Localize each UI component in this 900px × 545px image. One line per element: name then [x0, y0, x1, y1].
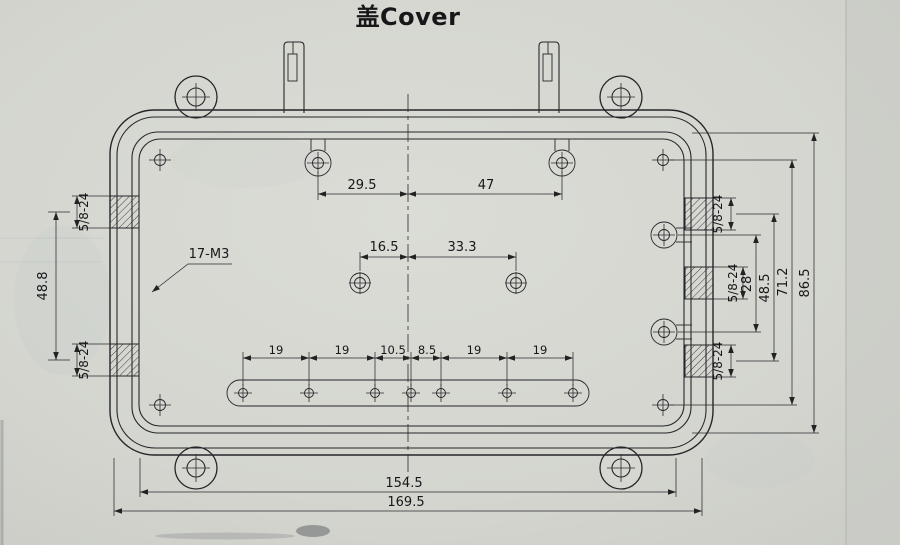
- dim-overall-outer: 169.5: [387, 495, 424, 510]
- dim-pitch-2: 19: [335, 343, 350, 357]
- dim-top-1: 29.5: [348, 178, 377, 193]
- dim-mid-1: 16.5: [370, 240, 399, 255]
- dimension-labels: 盖Cover 29.5 47 16.5 33.3 17-M3 19 19 10.…: [36, 3, 813, 510]
- drawing-title: 盖Cover: [356, 3, 461, 31]
- dim-right-28: 28: [740, 276, 755, 293]
- dim-pitch-3: 10.5: [380, 343, 406, 357]
- dim-pitch-4: 8.5: [418, 343, 436, 357]
- dim-right-86-5: 86.5: [798, 269, 813, 298]
- thread-right-middle: 5/8-24: [726, 264, 740, 303]
- dim-pitch-1: 19: [269, 343, 284, 357]
- dim-mid-2: 33.3: [448, 240, 477, 255]
- dim-right-71-2: 71.2: [776, 268, 791, 297]
- thread-bushings-hatched: [109, 195, 714, 378]
- dim-overall-inner: 154.5: [385, 476, 422, 491]
- dim-pitch-6: 19: [533, 343, 548, 357]
- bottom-hole-strip: [226, 379, 590, 407]
- dim-left-48-8: 48.8: [36, 272, 51, 301]
- hole-callout: 17-M3: [189, 247, 230, 262]
- thread-left-bottom: 5/8-24: [77, 341, 91, 380]
- thread-right-top: 5/8-24: [711, 195, 725, 234]
- dim-right-48-5: 48.5: [758, 274, 773, 303]
- dim-pitch-5: 19: [467, 343, 482, 357]
- thread-left-top: 5/8-24: [77, 193, 91, 232]
- thread-right-bottom: 5/8-24: [711, 342, 725, 381]
- dim-top-2: 47: [478, 178, 495, 193]
- top-latch-tabs: [283, 41, 560, 113]
- dimension-lines: [48, 132, 819, 516]
